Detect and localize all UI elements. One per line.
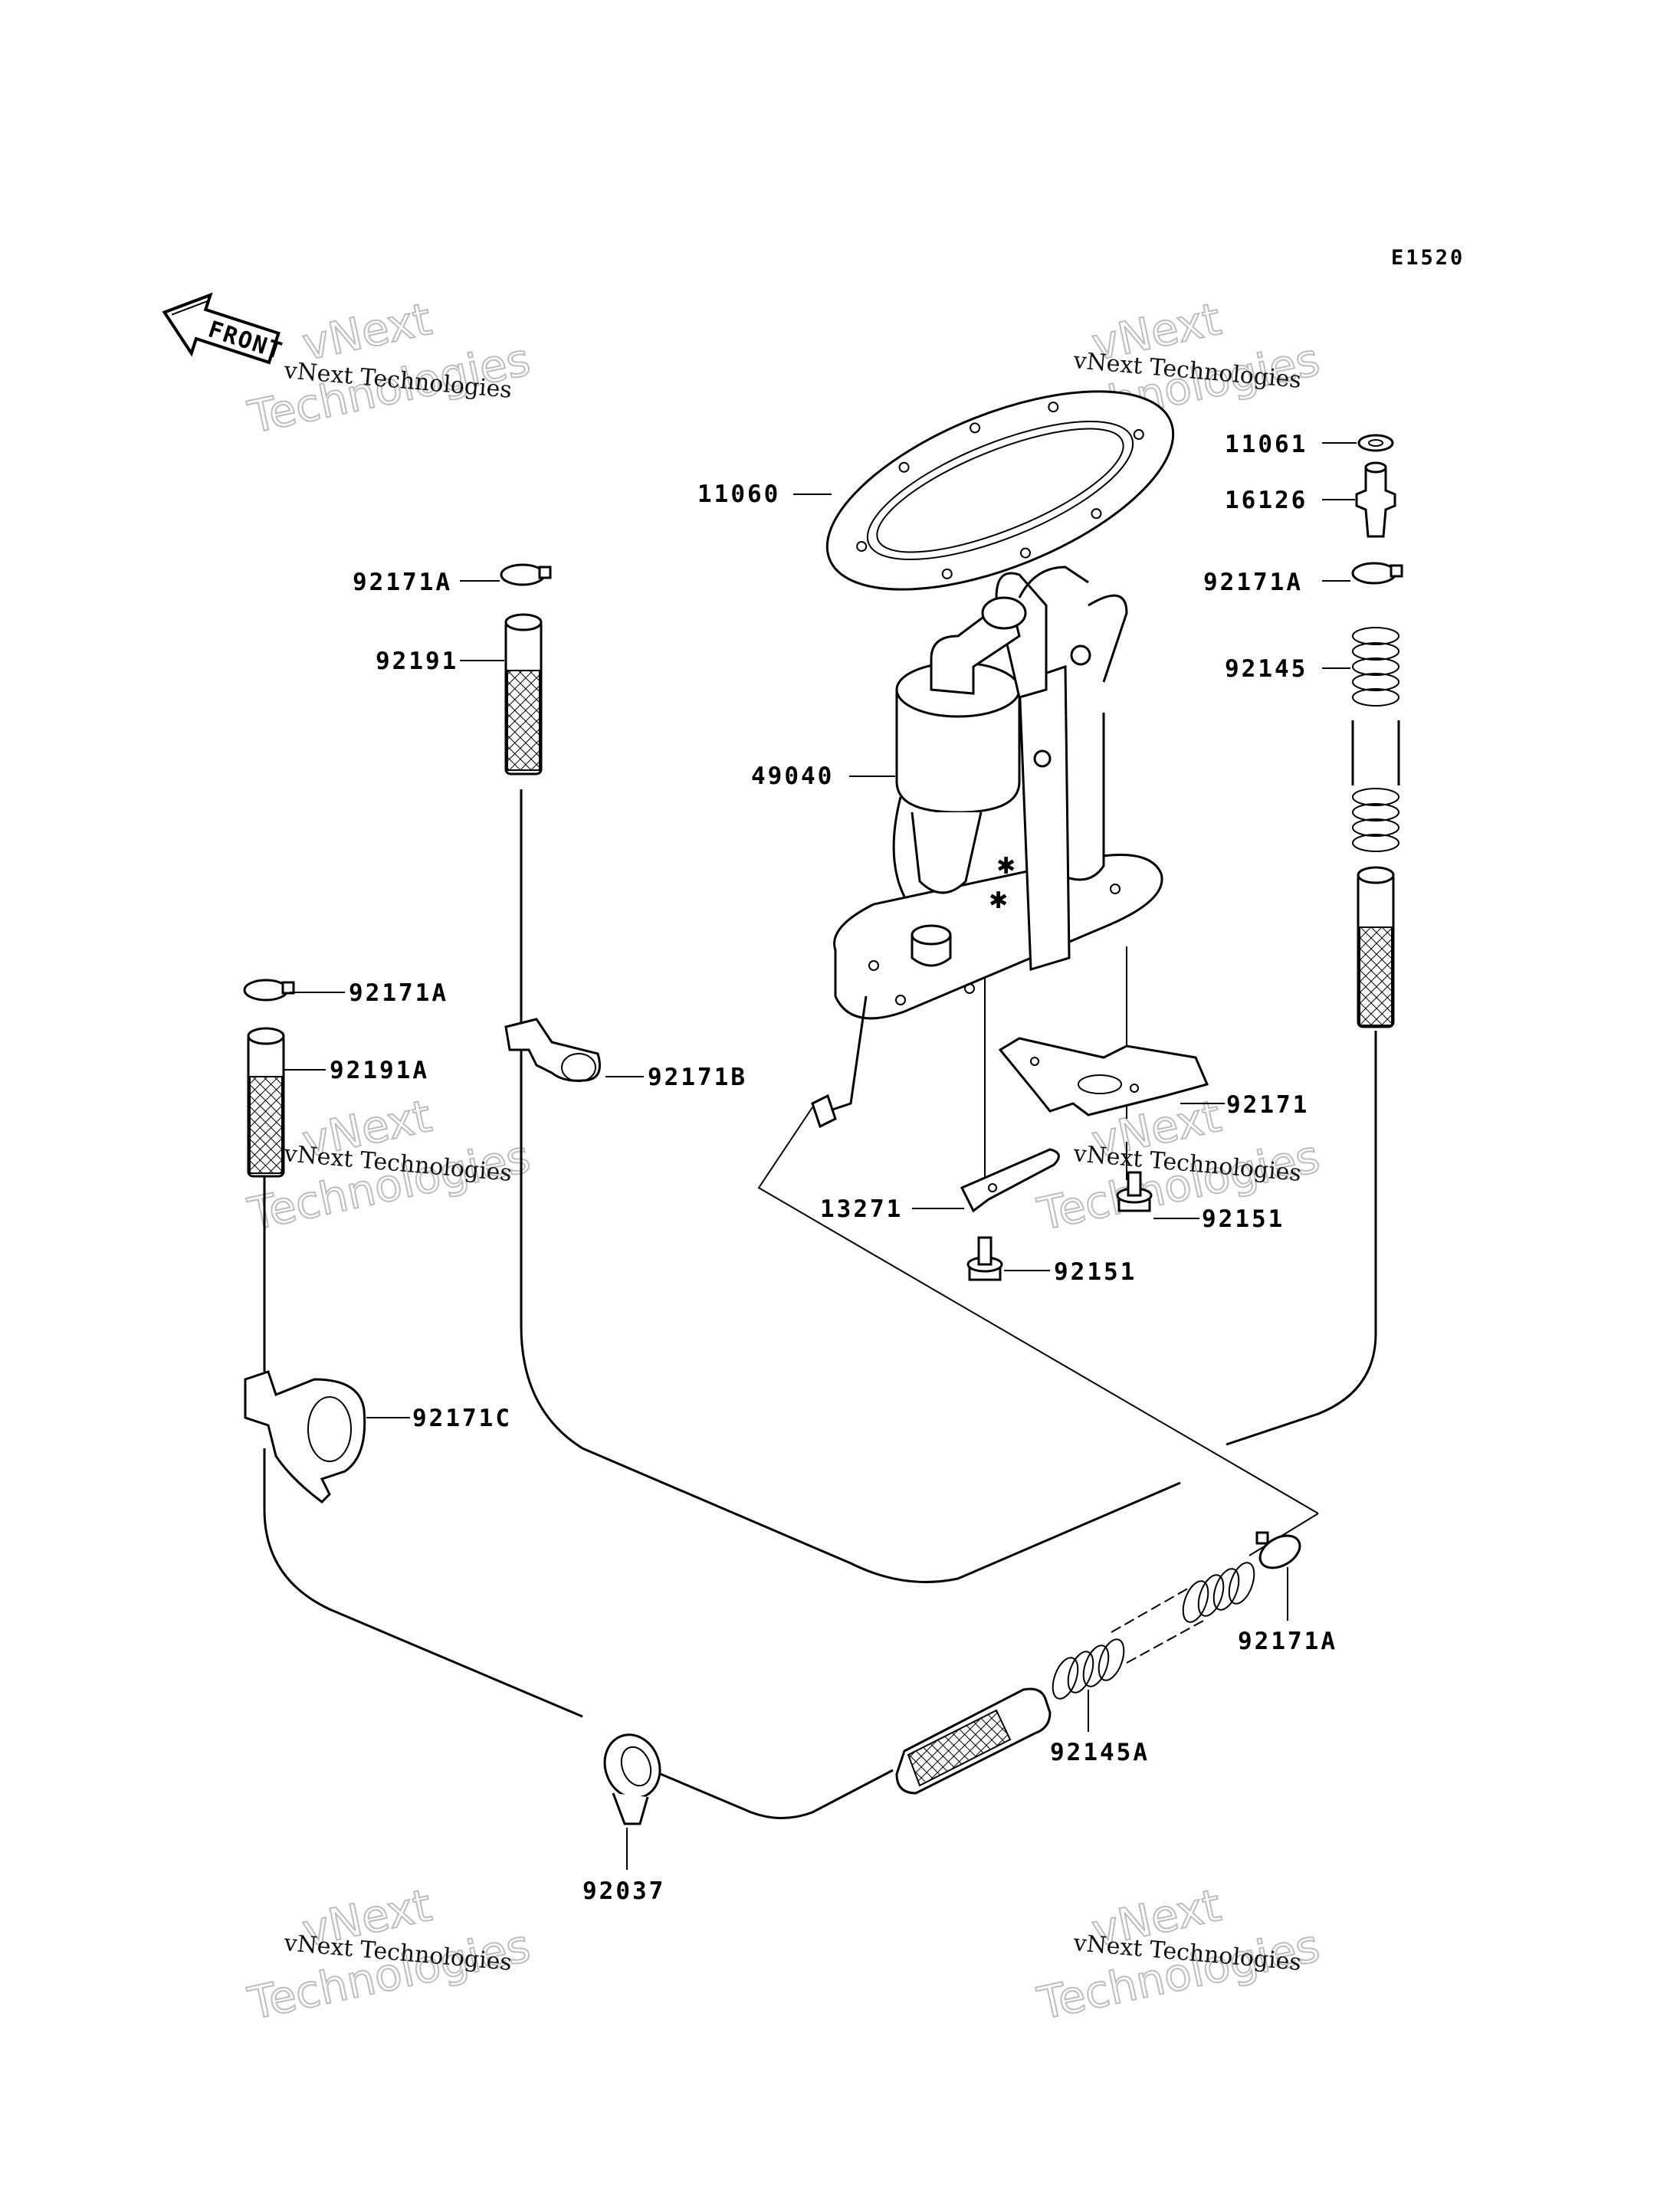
label-49040: 49040 bbox=[751, 762, 834, 790]
stay-part[interactable] bbox=[960, 1148, 1060, 1213]
clamp-part[interactable] bbox=[504, 1018, 601, 1082]
hose-clamp-part[interactable] bbox=[1255, 1529, 1305, 1574]
fuel-hose-part[interactable] bbox=[247, 1027, 285, 1178]
label-11060: 11060 bbox=[697, 480, 780, 508]
label-92191: 92191 bbox=[376, 648, 458, 675]
clamp-part[interactable] bbox=[244, 1370, 366, 1503]
leader-lines bbox=[284, 442, 1357, 1870]
label-92171A: 92171A bbox=[353, 569, 452, 596]
nipple-fitting-part[interactable] bbox=[1355, 461, 1396, 538]
bolt-part[interactable] bbox=[966, 1236, 1003, 1281]
diagram-code: E1520 bbox=[1391, 246, 1465, 270]
hose-clamp-part[interactable] bbox=[243, 979, 295, 1002]
bracket-part[interactable] bbox=[998, 1037, 1209, 1117]
watermark-mid-left: Technologies vNext vNext Technologies bbox=[243, 1089, 536, 1241]
hose-clamp-part[interactable] bbox=[500, 563, 552, 586]
label-92171A: 92171A bbox=[349, 979, 448, 1007]
gasket-part[interactable] bbox=[801, 350, 1199, 630]
label-92171A: 92171A bbox=[1238, 1628, 1337, 1655]
fuel-tube-part[interactable] bbox=[1357, 866, 1395, 1028]
asterisk-mark-icon: ✱ bbox=[996, 853, 1016, 880]
washer-part[interactable] bbox=[1357, 434, 1394, 452]
label-92145A: 92145A bbox=[1050, 1739, 1150, 1766]
label-92171C: 92171C bbox=[412, 1405, 512, 1432]
grommet-part[interactable] bbox=[596, 1727, 669, 1825]
watermark-bottom-left: Technologies vNext vNext Technologies bbox=[243, 1878, 536, 2031]
label-92151: 92151 bbox=[1054, 1258, 1137, 1286]
label-92145: 92145 bbox=[1225, 655, 1308, 683]
part-labels: 11061 11060 16126 92171A 92171A 92191 92… bbox=[330, 431, 1337, 1905]
fuel-pump-assembly[interactable]: ✱ ✱ bbox=[811, 566, 1163, 1129]
protector-spring-part[interactable] bbox=[1351, 627, 1400, 852]
label-92171B: 92171B bbox=[648, 1064, 747, 1091]
fuel-tube-part[interactable] bbox=[895, 1687, 1052, 1795]
hose-clamp-part[interactable] bbox=[1351, 562, 1403, 585]
front-arrow-icon: FRONT bbox=[162, 292, 287, 366]
label-11061: 11061 bbox=[1225, 431, 1308, 458]
watermark-bottom-right: Technologies vNext vNext Technologies bbox=[1032, 1878, 1325, 2031]
label-13271: 13271 bbox=[820, 1195, 903, 1223]
asterisk-mark-icon: ✱ bbox=[989, 887, 1008, 914]
protector-spring-part[interactable] bbox=[1048, 1559, 1258, 1702]
label-92151: 92151 bbox=[1202, 1205, 1285, 1233]
label-92191A: 92191A bbox=[330, 1057, 429, 1084]
label-92171A: 92171A bbox=[1203, 569, 1303, 596]
label-16126: 16126 bbox=[1225, 487, 1308, 514]
bolt-part[interactable] bbox=[1116, 1171, 1153, 1212]
hose-routing-lines bbox=[263, 789, 1377, 1819]
label-92171: 92171 bbox=[1226, 1091, 1309, 1119]
watermark-top-left: Technologies vNext vNext Technologies bbox=[243, 292, 536, 444]
fuel-hose-part[interactable] bbox=[504, 613, 543, 776]
label-92037: 92037 bbox=[582, 1877, 665, 1905]
